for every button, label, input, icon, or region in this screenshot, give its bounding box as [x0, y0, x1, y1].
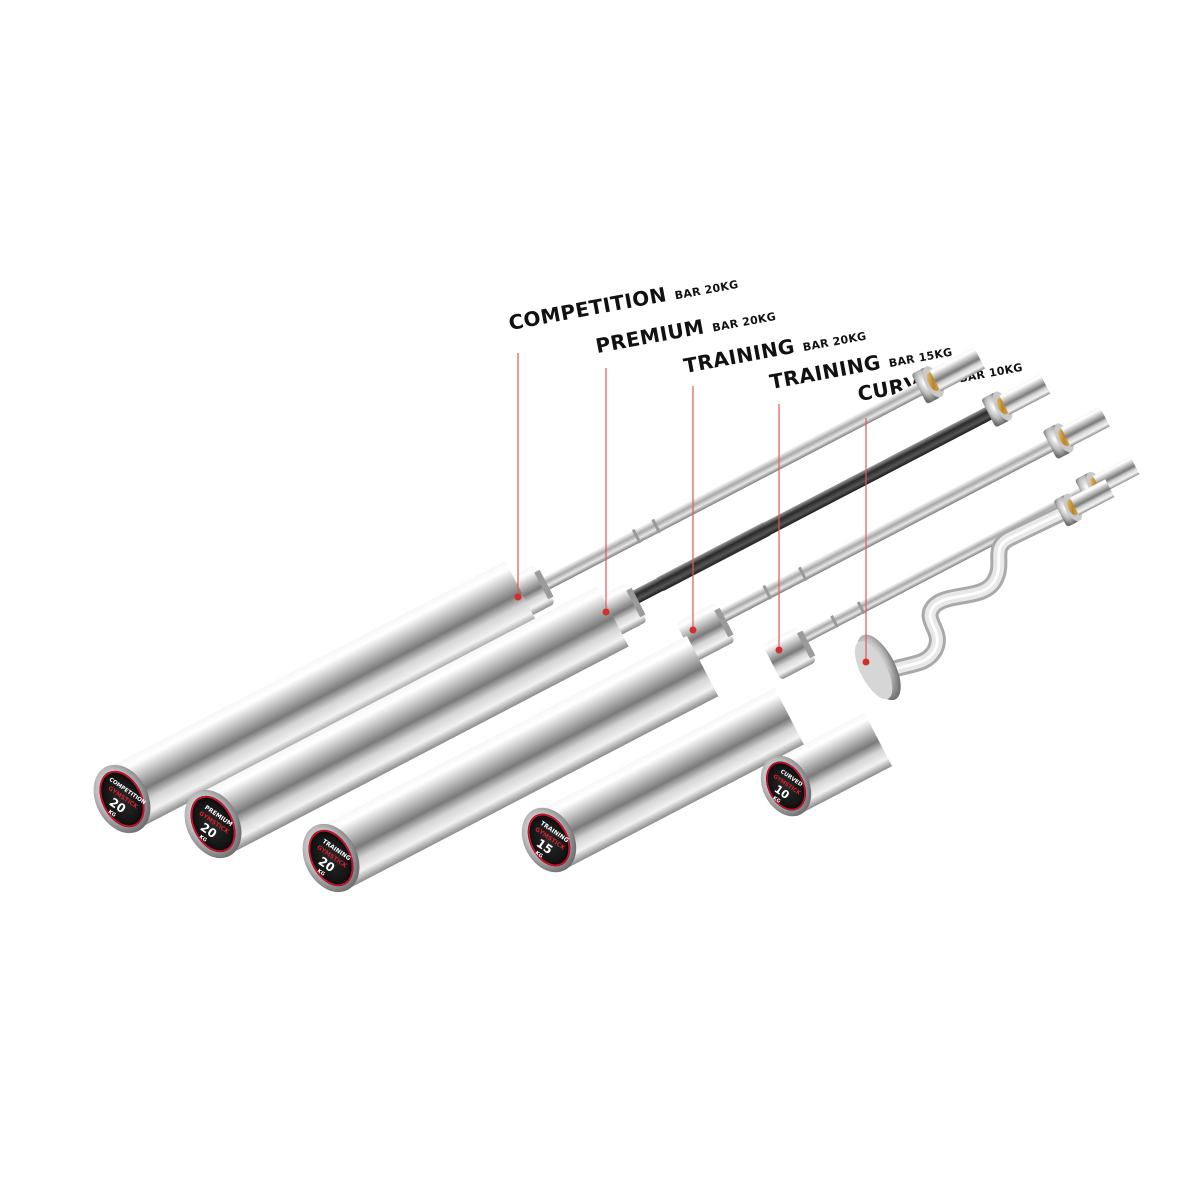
- knurl-mark: [830, 615, 839, 629]
- leader-dot-premium: [602, 608, 610, 616]
- near-sleeve: [196, 586, 629, 856]
- far-sleeve: [929, 347, 986, 392]
- cap-unit-text: KG: [534, 850, 544, 859]
- sleeve-end-cap: [766, 761, 806, 811]
- knurl-mark: [762, 585, 773, 600]
- far-sleeve: [1060, 406, 1110, 447]
- collar-ring: [714, 607, 734, 638]
- knurl-mark: [856, 601, 866, 615]
- knurl-section: [656, 522, 771, 591]
- far-collar: [982, 392, 1009, 427]
- near-collar-face: [854, 641, 893, 700]
- leader-dot-curved: [862, 658, 870, 666]
- cap-red-ring: [308, 829, 354, 887]
- near-sleeve: [533, 688, 805, 871]
- cap-unit-text: KG: [107, 809, 117, 818]
- training-20kg-barbell: TRAINING GYMSTICK 20 KG: [302, 406, 1110, 893]
- sleeve-end-cap: [308, 829, 354, 887]
- curved-shaft-highlight: [878, 511, 1064, 677]
- cap-red-ring: [766, 761, 806, 811]
- bronze-bushing: [926, 372, 940, 391]
- leader-dot-training-15: [775, 646, 783, 654]
- bar-shaft: [691, 429, 1071, 637]
- competition-barbell: COMPETITION GYMSTICK 20 KG: [93, 347, 986, 834]
- cap-unit-text: KG: [198, 834, 208, 843]
- collar-ring: [626, 587, 646, 618]
- bar-shaft: [516, 373, 941, 604]
- far-sleeve: [1069, 479, 1115, 516]
- leader-dot-training-20: [689, 626, 697, 634]
- far-collar: [1043, 424, 1071, 459]
- sleeve-end-cap: [99, 770, 145, 828]
- bronze-bushing: [1058, 429, 1070, 447]
- leader-lines: [514, 353, 870, 666]
- near-sleeve: [104, 561, 537, 831]
- knurl-mark: [797, 566, 808, 582]
- bronze-bushing: [996, 397, 1009, 415]
- cap-red-ring: [527, 813, 571, 867]
- sleeve-end-cap: [527, 813, 571, 867]
- collar-ring: [534, 569, 554, 600]
- collar-ring: [797, 630, 816, 659]
- cap-unit-text: KG: [771, 795, 781, 804]
- near-sleeve: [314, 635, 719, 891]
- training-15kg-barbell: TRAINING GYMSTICK 15 KG: [521, 456, 1140, 873]
- knurl-mark: [631, 528, 642, 544]
- bar-shaft: [777, 478, 1103, 656]
- far-sleeve: [999, 374, 1051, 415]
- premium-barbell: PREMIUM GYMSTICK 20 KG: [184, 374, 1051, 859]
- curved-barbell: CURVED GYMSTICK 10 KG: [760, 479, 1115, 817]
- sleeve-end-cap: [190, 795, 236, 853]
- cap-red-ring: [190, 795, 236, 853]
- cap-unit-text: KG: [316, 868, 326, 877]
- cap-red-ring: [99, 770, 145, 828]
- leader-dot-competition: [514, 593, 522, 601]
- knurl-mark: [651, 518, 661, 534]
